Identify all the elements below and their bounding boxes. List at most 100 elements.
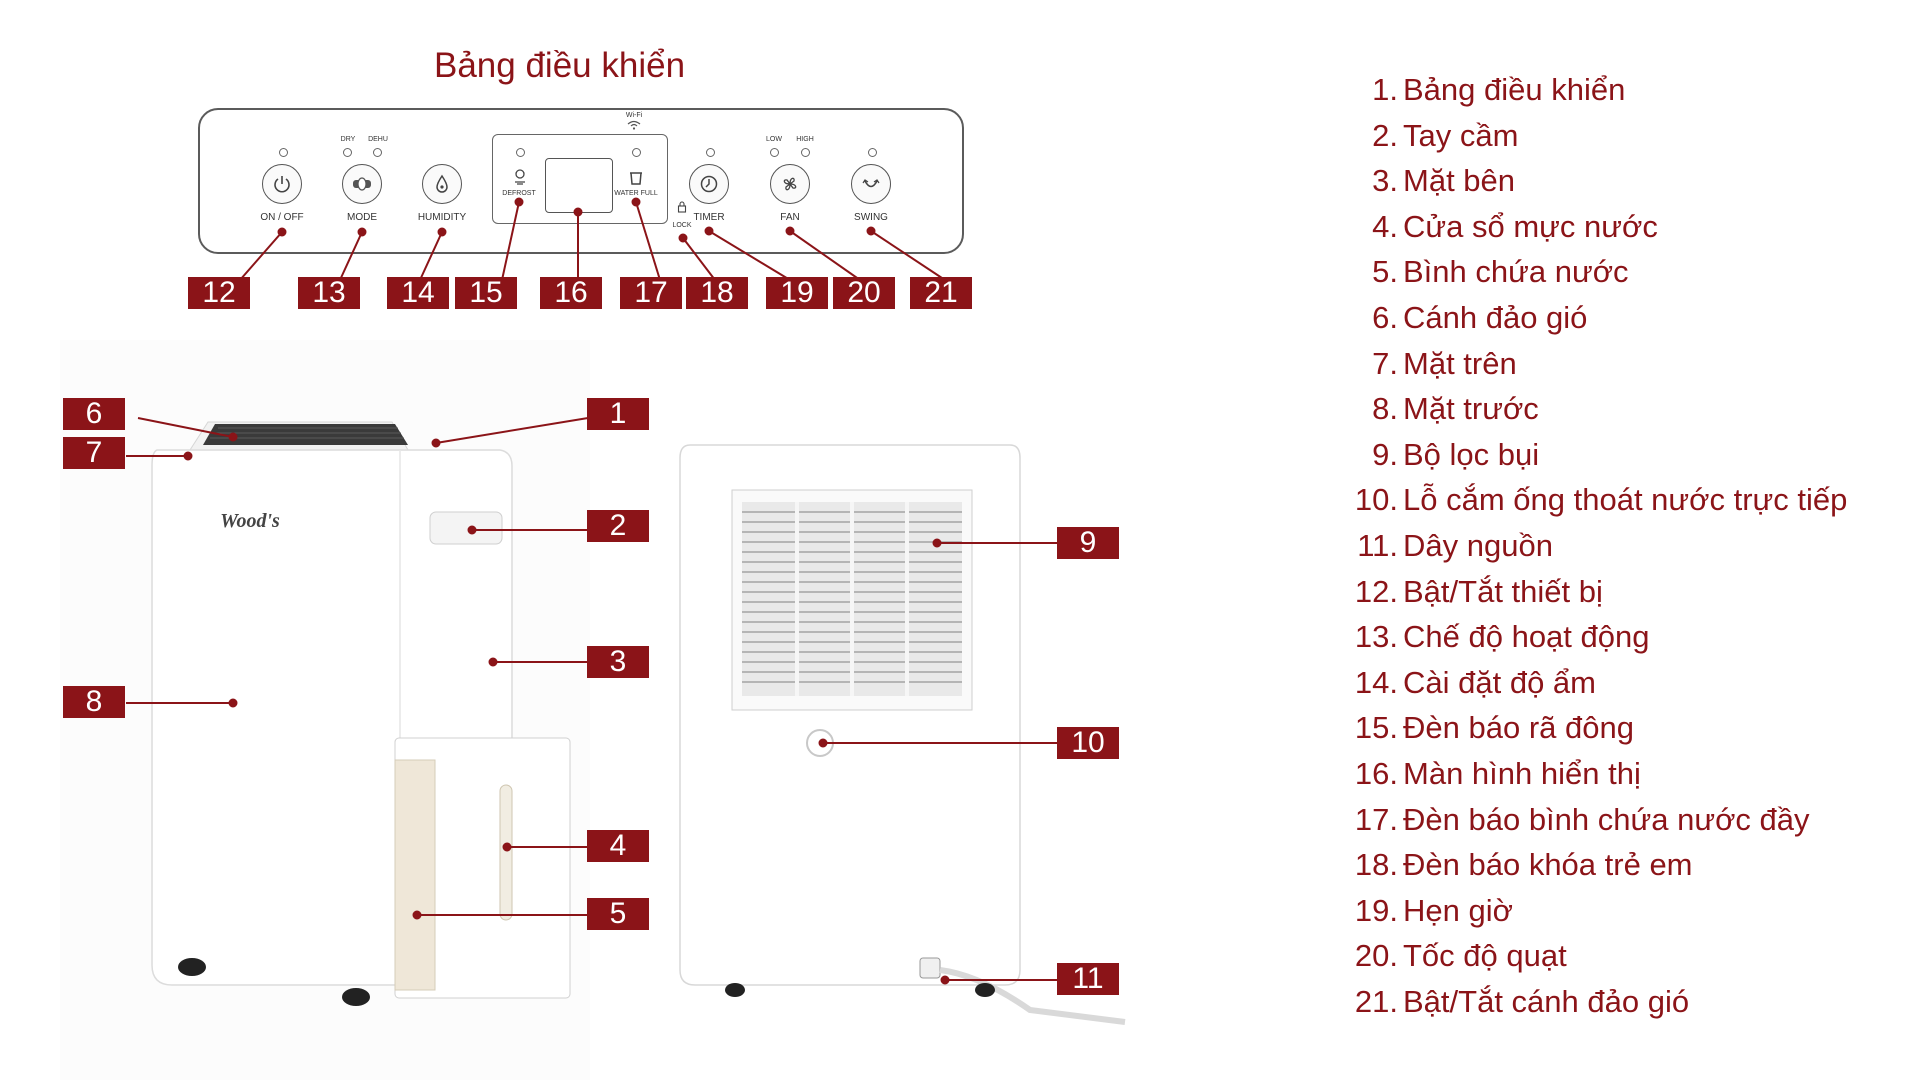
callout-16: 16 bbox=[540, 277, 602, 309]
wifi-icon bbox=[627, 120, 641, 130]
mode-dehu-label: DEHU bbox=[368, 136, 388, 143]
power-label: ON / OFF bbox=[260, 212, 304, 223]
callout-13: 13 bbox=[298, 277, 360, 309]
water-full-icon bbox=[630, 172, 642, 185]
wifi-label: Wi-Fi bbox=[625, 112, 643, 119]
callout-15: 15 bbox=[455, 277, 517, 309]
legend-text: Bảng điều khiển bbox=[1403, 72, 1626, 107]
callout-20: 20 bbox=[833, 277, 895, 309]
legend-number: 11. bbox=[1357, 527, 1398, 563]
legend-number: 12. bbox=[1354, 573, 1398, 609]
power-cord-outlet bbox=[919, 957, 941, 979]
defrost-led bbox=[516, 148, 525, 157]
legend-number: 13. bbox=[1354, 619, 1398, 655]
handle bbox=[429, 511, 503, 545]
legend-number: 4. bbox=[1372, 208, 1398, 244]
callout-8: 8 bbox=[63, 686, 125, 718]
mode-button[interactable] bbox=[342, 164, 382, 204]
legend-text: Đèn báo khóa trẻ em bbox=[1403, 847, 1693, 883]
mode-icon bbox=[353, 177, 371, 191]
legend-number: 9. bbox=[1372, 436, 1398, 472]
front-wheel-left bbox=[178, 958, 206, 976]
clock-icon bbox=[700, 175, 718, 193]
callout-18: 18 bbox=[686, 277, 748, 309]
legend-number: 2. bbox=[1372, 117, 1398, 153]
fan-low-label: LOW bbox=[766, 136, 782, 143]
legend-number: 14. bbox=[1354, 664, 1398, 700]
fan-button[interactable] bbox=[770, 164, 810, 204]
legend-number: 8. bbox=[1372, 391, 1398, 427]
timer-button[interactable] bbox=[689, 164, 729, 204]
legend-text: Tốc độ quạt bbox=[1403, 938, 1567, 974]
legend-text: Cài đặt độ ẩm bbox=[1403, 664, 1596, 700]
humidity-button[interactable] bbox=[422, 164, 462, 204]
legend-text: Dây nguồn bbox=[1403, 527, 1553, 563]
legend-text: Lỗ cắm ống thoát nước trực tiếp bbox=[1403, 482, 1848, 518]
callout-3: 3 bbox=[587, 646, 649, 678]
legend-number: 20. bbox=[1354, 938, 1398, 974]
callout-12: 12 bbox=[188, 277, 250, 309]
control-panel bbox=[198, 108, 964, 254]
water-tank bbox=[394, 759, 436, 991]
callout-2: 2 bbox=[587, 510, 649, 542]
legend-number: 3. bbox=[1372, 163, 1398, 199]
legend-text: Bật/Tắt thiết bị bbox=[1403, 573, 1603, 609]
legend-text: Bình chứa nước bbox=[1403, 254, 1629, 290]
callout-17: 17 bbox=[620, 277, 682, 309]
power-led bbox=[279, 148, 288, 157]
callout-9: 9 bbox=[1057, 527, 1119, 559]
timer-label: TIMER bbox=[693, 212, 725, 223]
legend-text: Đèn báo rã đông bbox=[1403, 710, 1634, 746]
timer-led bbox=[706, 148, 715, 157]
swing-icon bbox=[862, 179, 880, 188]
power-button[interactable] bbox=[262, 164, 302, 204]
callout-10: 10 bbox=[1057, 727, 1119, 759]
legend-number: 5. bbox=[1372, 254, 1398, 290]
mode-label: MODE bbox=[347, 212, 377, 223]
callout-6: 6 bbox=[63, 398, 125, 430]
fan-high-led bbox=[801, 148, 810, 157]
fan-low-led bbox=[770, 148, 779, 157]
legend-number: 1. bbox=[1372, 72, 1398, 107]
lock-label: LOCK bbox=[672, 222, 692, 229]
fan-icon bbox=[783, 177, 797, 191]
callout-14: 14 bbox=[387, 277, 449, 309]
dehu-led bbox=[373, 148, 382, 157]
water-full-label: WATER FULL bbox=[614, 190, 658, 197]
legend-text: Bật/Tắt cánh đảo gió bbox=[1403, 983, 1690, 1019]
back-device bbox=[679, 444, 1126, 1025]
legend-text: Bộ lọc bụi bbox=[1403, 436, 1540, 472]
legend-text: Hẹn giờ bbox=[1403, 892, 1513, 928]
legend-text: Mặt bên bbox=[1403, 163, 1516, 199]
lock-icon bbox=[677, 201, 687, 213]
water-level-window bbox=[499, 784, 513, 921]
legend-number: 19. bbox=[1354, 892, 1398, 928]
callout-5: 5 bbox=[587, 898, 649, 930]
swing-button[interactable] bbox=[851, 164, 891, 204]
legend-number: 16. bbox=[1354, 755, 1398, 791]
legend-number: 15. bbox=[1354, 710, 1398, 746]
legend-number: 10. bbox=[1354, 482, 1398, 518]
legend-text: Mặt trên bbox=[1403, 345, 1517, 381]
back-wheel-left bbox=[725, 983, 745, 997]
callout-4: 4 bbox=[587, 830, 649, 862]
callout-7: 7 bbox=[63, 437, 125, 469]
callout-11: 11 bbox=[1057, 963, 1119, 995]
legend-number: 6. bbox=[1372, 299, 1398, 335]
legend-text: Đèn báo bình chứa nước đầy bbox=[1403, 801, 1810, 837]
callout-1: 1 bbox=[587, 398, 649, 430]
callout-21: 21 bbox=[910, 277, 972, 309]
defrost-icon bbox=[515, 169, 525, 185]
diagram-artwork: Wood's bbox=[60, 197, 1126, 1080]
display-area bbox=[492, 134, 668, 224]
fan-label: FAN bbox=[780, 212, 800, 223]
front-device: Wood's bbox=[60, 340, 590, 1080]
legend-text: Mặt trước bbox=[1403, 391, 1539, 427]
legend-text: Cánh đảo gió bbox=[1403, 299, 1588, 335]
power-icon bbox=[274, 176, 290, 193]
swing-led bbox=[868, 148, 877, 157]
back-wheel-right bbox=[975, 983, 995, 997]
brand-logo: Wood's bbox=[220, 510, 280, 532]
water-full-led bbox=[632, 148, 641, 157]
dry-led bbox=[343, 148, 352, 157]
